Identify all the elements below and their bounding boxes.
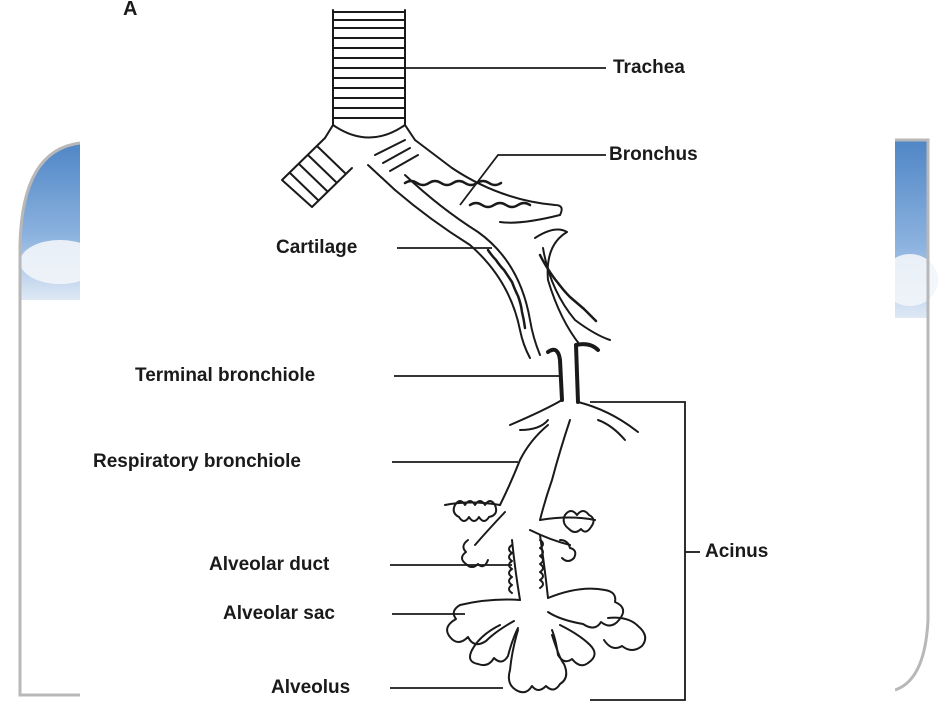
label-terminal-bronchiole: Terminal bronchiole: [135, 365, 316, 386]
right-bronchus-shape: [367, 139, 611, 359]
label-trachea: Trachea: [613, 57, 685, 78]
panel-label: A: [123, 0, 138, 20]
acinus-bracket: [590, 401, 686, 701]
label-cartilage: Cartilage: [276, 237, 358, 258]
right-cloud: [882, 254, 938, 306]
trachea-shape: [324, 9, 416, 141]
label-alveolar-sac: Alveolar sac: [223, 603, 335, 624]
label-respiratory-bronchiole: Respiratory bronchiole: [93, 451, 301, 472]
leader-lines: [390, 67, 700, 701]
cartilage-plates: [403, 179, 598, 330]
terminal-bronchiole-shape: [546, 342, 600, 404]
label-acinus: Acinus: [705, 541, 769, 562]
right-frame-edge: [894, 138, 930, 692]
left-bronchus-stub: [281, 137, 353, 208]
respiratory-bronchiole-shape: [444, 399, 639, 546]
label-bronchus: Bronchus: [609, 144, 698, 165]
alveolar-sac-shapes: [446, 500, 647, 694]
diagram-panel: [80, 0, 895, 713]
label-alveolar-duct: Alveolar duct: [209, 554, 330, 575]
bronchus-leader: [459, 154, 606, 206]
alveolar-duct-shape: [508, 534, 549, 601]
left-frame-edge: [18, 141, 81, 697]
label-alveolus: Alveolus: [271, 677, 351, 698]
